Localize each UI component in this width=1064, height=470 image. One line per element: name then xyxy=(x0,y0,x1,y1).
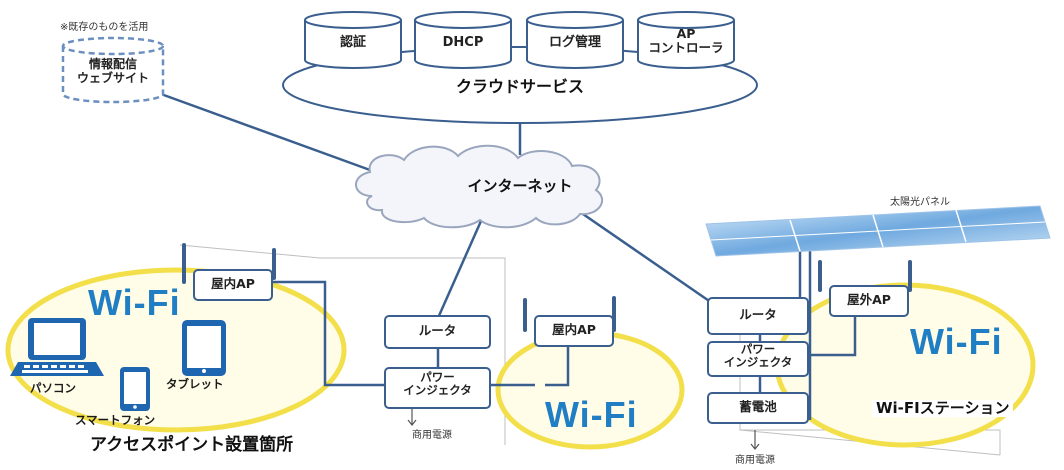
wifi-zone-left xyxy=(5,267,347,433)
power-injector-right-label: パワー インジェクタ xyxy=(723,342,793,370)
cloud-icon xyxy=(355,144,603,229)
solar-panel-icon xyxy=(705,205,1051,257)
power-injector-center-box xyxy=(384,367,491,409)
network-links xyxy=(149,88,857,420)
smartphone-label: スマートフォン xyxy=(75,413,156,427)
tablet-icon xyxy=(182,320,226,376)
outdoor-ap-box xyxy=(829,285,909,317)
outdoor-ap-label: 屋外AP xyxy=(847,292,891,307)
indoor-ap-left-box xyxy=(193,269,273,301)
laptop-icon xyxy=(10,318,104,376)
database-icon xyxy=(526,11,624,69)
cloud-item-dhcp: DHCP xyxy=(442,35,484,50)
indoor-ap-center-box xyxy=(534,315,614,347)
power-injector-center-label: パワー インジェクタ xyxy=(403,370,472,398)
cloud-item-auth: 認証 xyxy=(339,35,366,50)
indoor-ap-left-label: 屋内AP xyxy=(211,276,255,291)
solar-panel-label: 太陽光パネル xyxy=(890,197,950,208)
commercial-power-center: 商用電源 xyxy=(412,430,452,441)
power-arrows xyxy=(407,408,760,450)
cloud-services-label: クラウドサービス xyxy=(455,77,584,96)
database-icon xyxy=(414,11,512,69)
indoor-ap-center-label: 屋内AP xyxy=(552,322,596,337)
tablet-label: タブレット xyxy=(166,377,224,391)
site-label: アクセスポイント設置箇所 xyxy=(90,435,294,455)
power-injector-right-box xyxy=(707,341,809,377)
existing-note: ※既存のものを活用 xyxy=(60,22,149,33)
info-site-database-icon xyxy=(61,36,165,104)
battery-label: 蓄電池 xyxy=(739,399,777,414)
cloud-item-log: ログ管理 xyxy=(548,35,601,50)
battery-box xyxy=(707,392,809,424)
cloud-item-ap-controller: AP コントローラ xyxy=(648,26,724,56)
wifi-label-right: Wi-Fi xyxy=(910,321,1003,362)
database-icon xyxy=(304,11,402,69)
wifi-label-left: Wi-Fi xyxy=(88,282,181,323)
cloud-services-ellipse xyxy=(282,46,758,124)
router-center-box xyxy=(384,315,491,349)
station-label: Wi-FIステーション xyxy=(872,399,1014,418)
router-right-label: ルータ xyxy=(739,307,777,322)
database-icon xyxy=(637,11,735,69)
router-right-box xyxy=(707,297,809,335)
wifi-label-center: Wi-Fi xyxy=(545,394,638,435)
internet-label: インターネット xyxy=(467,177,573,195)
pc-label: パソコン xyxy=(30,381,76,395)
router-center-label: ルータ xyxy=(418,323,457,338)
info-site-label: 情報配信 ウェブサイト xyxy=(76,57,149,85)
smartphone-icon xyxy=(120,367,150,411)
commercial-power-right: 商用電源 xyxy=(735,455,775,466)
